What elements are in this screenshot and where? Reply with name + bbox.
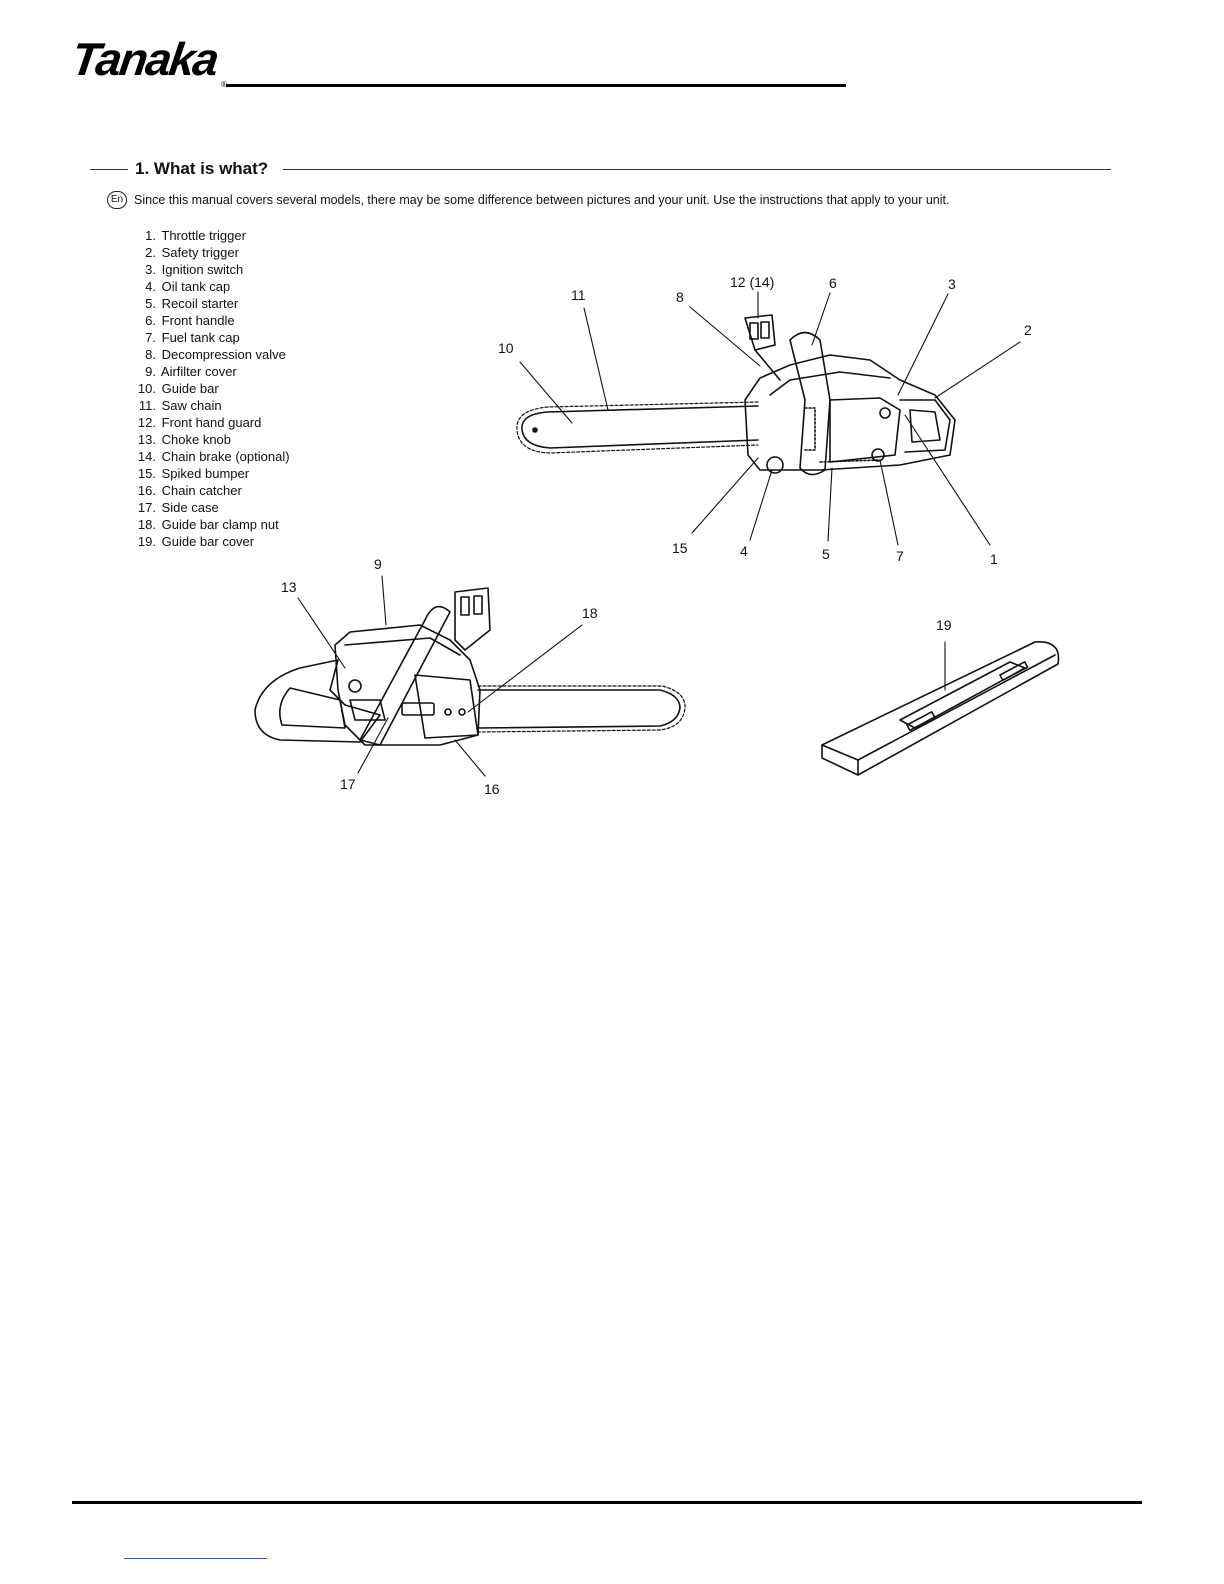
section-rule-right <box>283 169 1111 170</box>
callout-8: 8 <box>676 289 684 305</box>
list-item: 18. Guide bar clamp nut <box>137 517 279 532</box>
side-case-side <box>414 674 479 739</box>
callout-16: 16 <box>484 781 500 797</box>
list-item: 8. Decompression valve <box>145 347 286 362</box>
list-item: 13. Choke knob <box>137 432 232 447</box>
list-item: 12. Front hand guard <box>137 415 262 430</box>
section-title: 1. What is what? <box>135 159 269 178</box>
front-hand-guard-top <box>744 314 776 351</box>
callout-18: 18 <box>582 605 598 621</box>
callout-15: 15 <box>672 540 688 556</box>
list-item: 3. Ignition switch <box>145 262 244 277</box>
callout-1: 1 <box>990 551 998 567</box>
front-hand-guard-side <box>454 587 491 651</box>
engine-body-top <box>744 354 956 471</box>
guide-bar-top <box>521 405 759 449</box>
list-item: 1. Throttle trigger <box>145 228 246 243</box>
list-item: 2. Safety trigger <box>145 245 239 260</box>
section-rule-left <box>90 169 128 170</box>
list-item: 11. Saw chain <box>138 398 222 413</box>
rear-handle-side <box>254 659 381 743</box>
list-item: 17. Side case <box>137 500 219 515</box>
callout-11: 11 <box>571 287 586 303</box>
parts-list: 1. Throttle trigger 2. Safety trigger 3.… <box>136 227 290 550</box>
footer-link-underline <box>124 1558 267 1559</box>
callout-6: 6 <box>829 275 837 291</box>
saw-chain-top <box>516 401 759 454</box>
callout-17: 17 <box>340 776 356 792</box>
callout-13: 13 <box>281 579 297 595</box>
saw-chain-side <box>477 685 686 733</box>
list-item: 16. Chain catcher <box>137 483 242 498</box>
list-item: 19. Guide bar cover <box>137 534 255 549</box>
guide-bar-cover <box>821 641 1060 776</box>
list-item: 6. Front handle <box>145 313 235 328</box>
chainsaw-side-view <box>254 587 686 746</box>
intro-text: Since this manual covers several models,… <box>134 193 950 207</box>
front-handle-top <box>789 331 831 476</box>
leader-lines-side <box>297 575 583 777</box>
list-item: 10. Guide bar <box>137 381 219 396</box>
guide-bar-side <box>477 689 681 729</box>
callout-5: 5 <box>822 546 830 562</box>
language-badge: En <box>107 191 127 209</box>
footer-rule <box>72 1501 1142 1504</box>
list-item: 7. Fuel tank cap <box>145 330 240 345</box>
leader-lines-top <box>519 291 1021 546</box>
callout-labels: 11 10 8 12 (14) 6 3 2 15 4 5 7 1 9 13 18… <box>281 274 1032 797</box>
chainsaw-top-view <box>516 314 956 476</box>
brand-logo: Tanaka <box>68 33 221 85</box>
header-rule <box>226 84 846 87</box>
callout-2: 2 <box>1024 322 1032 338</box>
list-item: 4. Oil tank cap <box>145 279 231 294</box>
callout-7: 7 <box>896 548 904 564</box>
list-item: 15. Spiked bumper <box>137 466 250 481</box>
callout-9: 9 <box>374 556 382 572</box>
callout-10: 10 <box>498 340 514 356</box>
callout-19: 19 <box>936 617 952 633</box>
list-item: 5. Recoil starter <box>145 296 239 311</box>
list-item: 14. Chain brake (optional) <box>137 449 290 464</box>
callout-12: 12 (14) <box>730 274 774 290</box>
callout-3: 3 <box>948 276 956 292</box>
registered-mark: ® <box>221 80 227 89</box>
front-handle-side <box>359 605 451 746</box>
list-item: 9. Airfilter cover <box>145 364 237 379</box>
callout-4: 4 <box>740 543 748 559</box>
engine-body-side <box>334 624 481 746</box>
